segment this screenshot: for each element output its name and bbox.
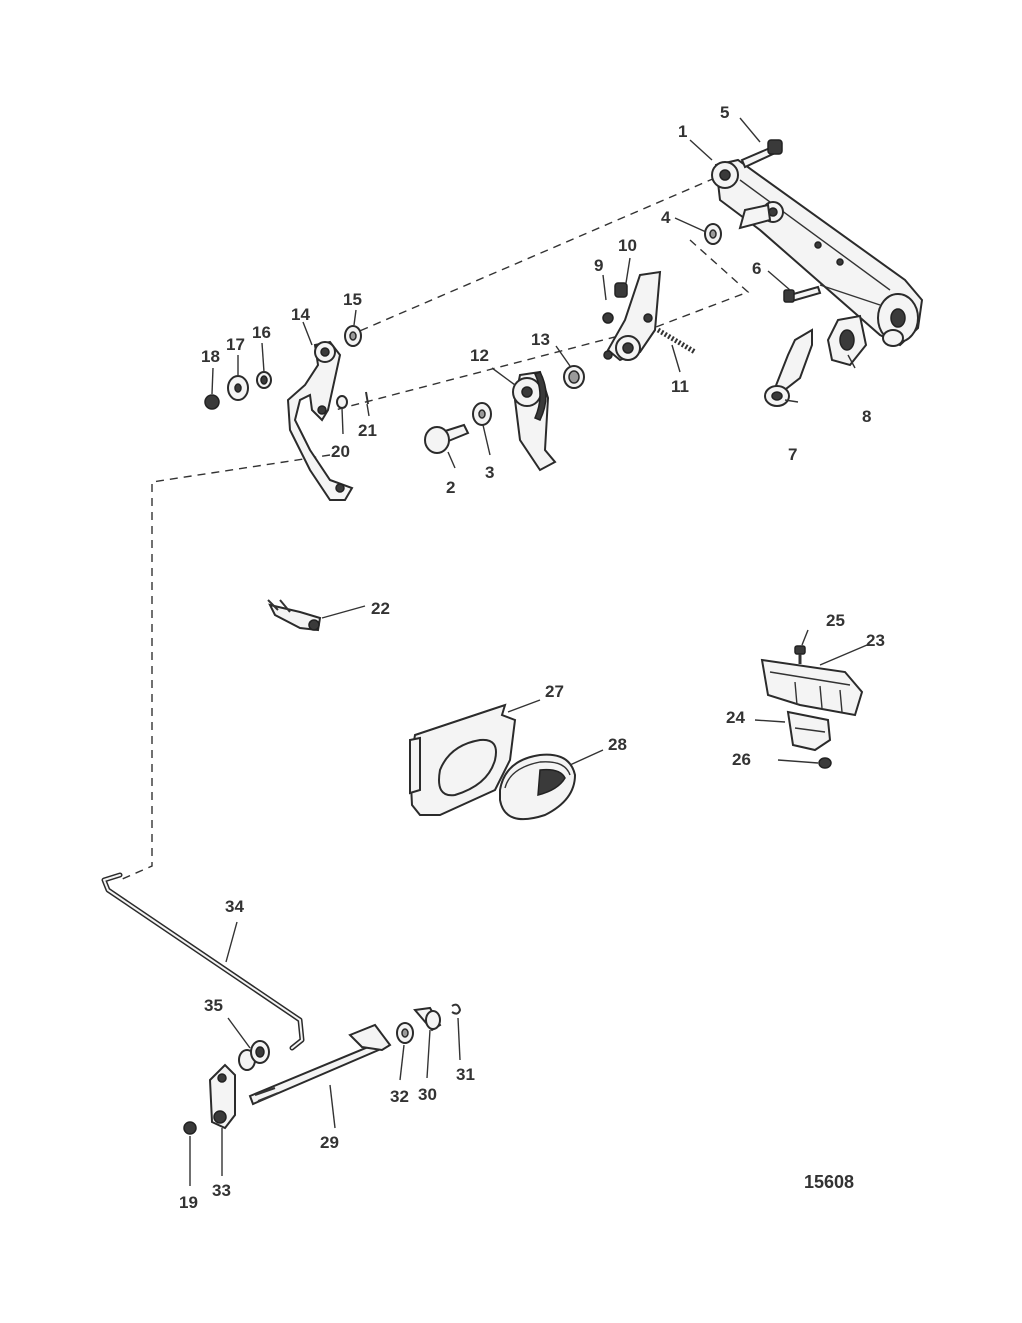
callout-3: 3	[485, 463, 494, 482]
part-3-washer	[472, 402, 492, 426]
callout-15: 15	[343, 290, 362, 309]
callout-7: 7	[788, 445, 797, 464]
callout-13: 13	[531, 330, 550, 349]
part-2-bolt	[424, 423, 470, 454]
callout-21: 21	[358, 421, 377, 440]
callout-31: 31	[456, 1065, 475, 1084]
callout-24: 24	[726, 708, 745, 727]
callout-25: 25	[826, 611, 845, 630]
callout-12: 12	[470, 346, 489, 365]
callout-labels: 1 2 3 4 5 6 7 8 9 10 11 12 13 14 15 16 1…	[179, 103, 885, 1212]
callout-26: 26	[732, 750, 751, 769]
callout-2: 2	[446, 478, 455, 497]
part-18-nut	[204, 394, 220, 410]
callout-33: 33	[212, 1181, 231, 1200]
callout-22: 22	[371, 599, 390, 618]
callout-27: 27	[545, 682, 564, 701]
callout-9: 9	[594, 256, 603, 275]
callout-4: 4	[661, 208, 671, 227]
part-29-shaft	[248, 1023, 392, 1106]
assembly-guide-lines	[119, 177, 750, 881]
part-6-screw	[783, 285, 822, 303]
callout-17: 17	[226, 335, 245, 354]
part-20-washer	[336, 395, 348, 409]
leader-lines	[189, 117, 868, 1186]
callout-18: 18	[201, 347, 220, 366]
part-19-nut	[183, 1121, 197, 1135]
part-27-plate	[408, 703, 517, 816]
part-23-cover	[760, 658, 864, 717]
callout-6: 6	[752, 259, 761, 278]
part-33-lever	[208, 1063, 236, 1130]
callout-5: 5	[720, 103, 729, 122]
part-14-link-arm	[286, 340, 354, 501]
part-30-bushing	[413, 1006, 442, 1032]
part-26-nut	[818, 757, 832, 769]
callout-8: 8	[862, 407, 871, 426]
part-9-throttle-arm	[602, 270, 662, 362]
callout-14: 14	[291, 305, 310, 324]
callout-10: 10	[618, 236, 637, 255]
part-1-lever-bracket	[711, 158, 924, 347]
part-7-lever	[764, 328, 813, 407]
part-10-screw	[614, 282, 628, 298]
part-34-link-rod	[101, 872, 305, 1051]
part-12-sector-plate	[512, 370, 557, 472]
part-35-fitting	[238, 1040, 270, 1071]
callout-30: 30	[418, 1085, 437, 1104]
callout-29: 29	[320, 1133, 339, 1152]
part-22-clip	[267, 599, 322, 632]
callout-32: 32	[390, 1087, 409, 1106]
part-21-pin	[365, 391, 369, 405]
part-32-washer	[396, 1022, 414, 1044]
part-16-spacer	[256, 371, 272, 389]
part-28-grommet	[499, 753, 577, 820]
callout-23: 23	[866, 631, 885, 650]
part-17-washer	[227, 375, 249, 401]
callout-20: 20	[331, 442, 350, 461]
callout-16: 16	[252, 323, 271, 342]
part-25-screw	[794, 645, 806, 664]
part-13-spring	[563, 365, 585, 389]
figure-number: 15608	[804, 1172, 854, 1192]
callout-34: 34	[225, 897, 244, 916]
callout-28: 28	[608, 735, 627, 754]
part-31-clip	[451, 1003, 462, 1015]
callout-1: 1	[678, 122, 687, 141]
callout-19: 19	[179, 1193, 198, 1212]
callout-35: 35	[204, 996, 223, 1015]
part-24-plate	[786, 710, 832, 752]
part-5-bolt	[740, 139, 783, 169]
part-11-spring	[656, 327, 697, 355]
part-4-washer	[704, 223, 722, 245]
part-8-cam	[826, 314, 868, 367]
callout-11: 11	[671, 377, 689, 396]
part-15-washer	[344, 325, 362, 347]
